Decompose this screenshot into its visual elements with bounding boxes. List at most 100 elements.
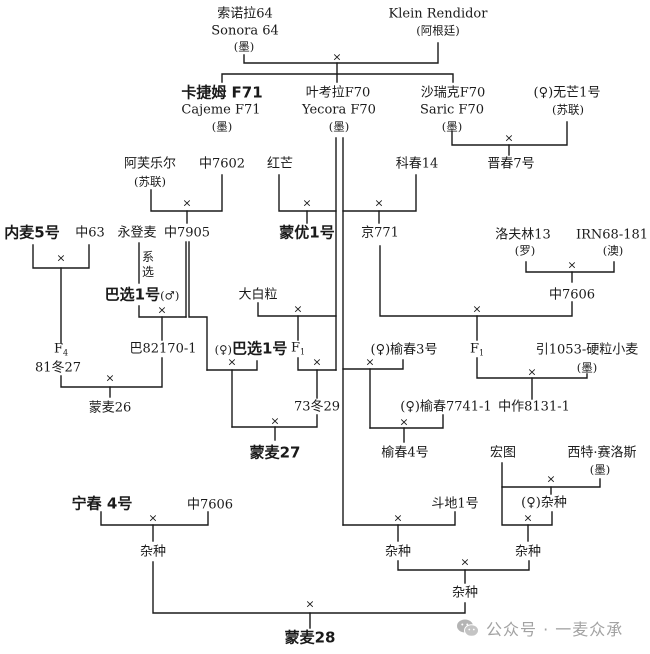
node-yecora-f70-origin: (墨): [328, 119, 350, 134]
filial-letter: F: [53, 341, 63, 357]
cross-line-yuchun7741: [369, 414, 444, 429]
cross-symbol: ×: [312, 355, 322, 369]
generation-number: 4: [62, 348, 69, 358]
node-mengmai26: 蒙麦26: [88, 400, 132, 416]
cross-line-yecora-kechun14: [342, 174, 417, 212]
node-f1-jing771: F1: [470, 343, 484, 358]
node-cajeme-f71-en: Cajeme F71: [181, 102, 261, 118]
node-irn68-181-en: IRN68-181: [575, 227, 649, 243]
selection-note-char: 系: [141, 250, 155, 264]
cross-symbol: ×: [305, 597, 315, 611]
node-jing771: 京771: [361, 225, 399, 241]
node-afuleer-origin: (苏联): [134, 174, 166, 189]
node-afuleer-cn: 阿芙乐尔: [123, 156, 177, 172]
node-wumang1-origin: (苏联): [552, 102, 584, 117]
node-wumang1-cn: (♀)无芒1号: [533, 85, 601, 101]
node-zhong7606-parent: 中7606: [548, 287, 596, 303]
cross-symbol: ×: [157, 303, 167, 317]
cross-symbol: ×: [527, 365, 537, 379]
node-yecora-f70-en: Yecora F70: [302, 102, 376, 118]
node-saric-f70-origin: (墨): [441, 119, 463, 134]
cross-line-zhong7905-baxuan1-female: [206, 360, 258, 371]
variety-name: 巴选1号: [231, 339, 288, 358]
node-luofulin13-cn: 洛夫林13: [495, 227, 551, 243]
cross-symbol: ×: [365, 355, 375, 369]
node-jinchun7: 晋春7号: [487, 156, 535, 172]
node-hybrid-hongtu: 杂种: [514, 544, 542, 560]
node-sonora64-en: Sonora 64: [211, 23, 279, 39]
node-mengmai28: 蒙麦28: [284, 628, 336, 647]
node-hybrid-ningchun: 杂种: [139, 544, 167, 560]
node-zhong7905: 中7905: [163, 225, 211, 241]
cross-line-hybrids: [397, 560, 530, 571]
generation-number: 1: [299, 347, 306, 357]
cross-symbol: ×: [332, 50, 342, 64]
cross-line-dong8127-ba82170: [60, 357, 163, 388]
female-symbol: (♀): [214, 342, 232, 357]
node-doudi1: 斗地1号: [431, 496, 479, 512]
node-neimai5: 内麦5号: [4, 223, 60, 242]
cross-line-dong7329-baxuan1: [231, 414, 318, 428]
watermark: 公众号 · 一麦众承: [456, 617, 623, 639]
cross-symbol: ×: [399, 415, 409, 429]
cross-line-sonora64-klein: [243, 42, 439, 64]
cross-symbol: ×: [227, 355, 237, 369]
cross-symbol: ×: [504, 131, 514, 145]
cross-line-hongmang-yecora: [278, 174, 337, 212]
node-yuchun4: 榆春4号: [381, 445, 429, 461]
node-yecora-f70-cn: 叶考拉F70: [305, 85, 371, 101]
node-dong8127: 81冬27: [34, 360, 82, 376]
zhong7905-line-right: [188, 241, 208, 371]
filial-letter: F: [469, 341, 479, 357]
node-sonora64-cn: 索诺拉64: [217, 6, 273, 22]
cross-line-final: [152, 561, 466, 614]
node-yongdengmai: 永登麦: [117, 225, 157, 241]
node-f4-generation: F4: [54, 343, 68, 358]
cross-line-luofulin-irn: [525, 261, 615, 273]
node-hybrid-combined: 杂种: [451, 585, 479, 601]
wechat-icon: [457, 619, 479, 637]
node-ba82170-1: 巴82170-1: [129, 341, 197, 357]
cross-symbol: ×: [546, 472, 556, 486]
node-dabaili: 大白粒: [238, 287, 278, 303]
node-yin1053-cn: 引1053-硬粒小麦: [535, 342, 639, 358]
node-xite-sailuosi-cn: 西特·赛洛斯: [567, 445, 637, 461]
cross-line-yecora-yuchun3: [342, 359, 404, 370]
cross-line-dabaili-yecora: [257, 302, 337, 317]
node-cajeme-f71-cn: 卡捷姆 F71: [181, 83, 263, 102]
node-luofulin13-origin: (罗): [514, 243, 536, 258]
cross-symbol: ×: [270, 414, 280, 428]
sibling-bar-cajeme-yecora-saric: [221, 73, 454, 83]
node-baxuan1-male: 巴选1号(♂): [104, 285, 180, 304]
cross-line-jing771-zhong7606: [379, 245, 573, 317]
cross-symbol: ×: [293, 302, 303, 316]
cross-symbol: ×: [374, 196, 384, 210]
node-klein-rendidor-origin: (阿根廷): [416, 23, 460, 38]
node-saric-f70-en: Saric F70: [419, 102, 485, 118]
cross-line-hongtu-hybrid-female: [501, 486, 553, 526]
node-klein-rendidor-en: Klein Rendidor: [388, 6, 488, 22]
cross-symbol: ×: [56, 251, 66, 265]
selection-note-char: 选: [141, 265, 155, 279]
node-mengyou1: 蒙优1号: [279, 223, 335, 242]
cross-line-yecora-doudi1: [342, 511, 456, 526]
node-saric-f70-cn: 沙瑞克F70: [420, 85, 486, 101]
node-ningchun4: 宁春 4号: [71, 494, 133, 513]
node-xite-sailuosi-origin: (墨): [589, 462, 611, 477]
node-zhong7606-ningchun: 中7606: [186, 497, 234, 513]
cross-symbol: ×: [182, 196, 192, 210]
node-baxuan1-female: (♀)巴选1号: [214, 339, 288, 358]
node-hybrid-female: (♀)杂种: [521, 495, 567, 511]
node-zhongzuo8131-1: 中作8131-1: [498, 399, 570, 415]
node-zhong7602: 中7602: [198, 156, 246, 172]
watermark-text: 公众号 · 一麦众承: [486, 620, 624, 639]
cross-line-f1-yecora: [297, 357, 337, 371]
node-hybrid-doudi: 杂种: [384, 544, 412, 560]
cross-symbol: ×: [460, 555, 470, 569]
variety-name: 巴选1号: [104, 285, 161, 304]
cross-symbol: ×: [393, 511, 403, 525]
generation-number: 1: [478, 348, 485, 358]
node-zhong63: 中63: [75, 225, 105, 241]
node-hongtu: 宏图: [489, 445, 517, 461]
